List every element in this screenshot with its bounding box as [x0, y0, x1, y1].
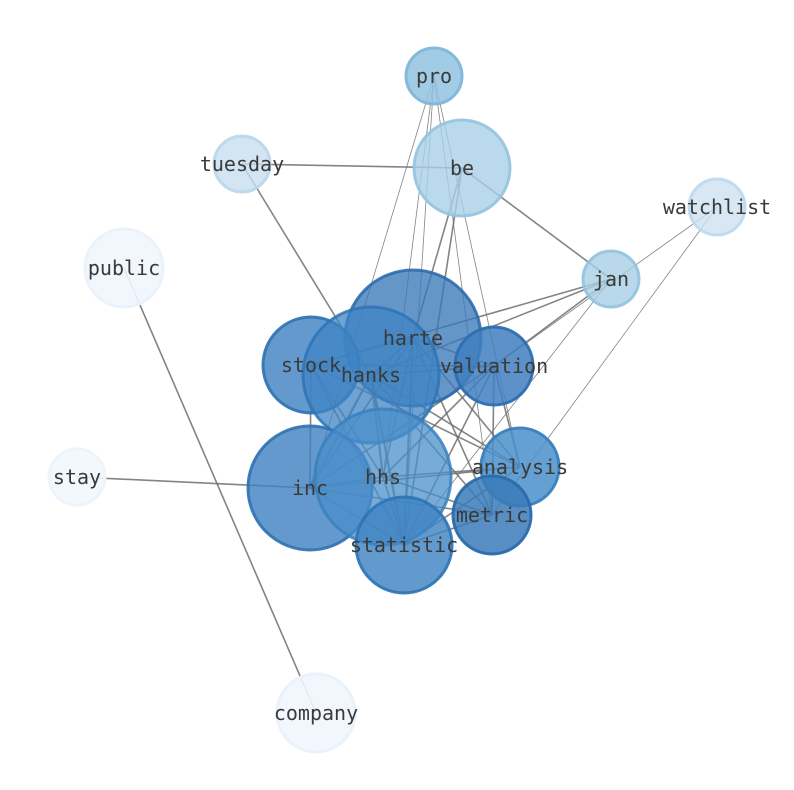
- node-label-statistic: statistic: [350, 533, 458, 557]
- node-label-public: public: [88, 256, 160, 280]
- node-label-tuesday: tuesday: [200, 152, 284, 176]
- node-label-harte: harte: [383, 326, 443, 350]
- node-label-stay: stay: [53, 465, 101, 489]
- node-label-stock: stock: [281, 353, 341, 377]
- node-label-valuation: valuation: [440, 354, 548, 378]
- node-layer: [47, 46, 747, 754]
- node-label-hhs: hhs: [365, 465, 401, 489]
- node-label-company: company: [274, 701, 358, 725]
- node-label-be: be: [450, 156, 474, 180]
- node-label-jan: jan: [593, 267, 629, 291]
- node-jan: [581, 249, 641, 309]
- node-company: [275, 672, 357, 754]
- node-label-inc: inc: [292, 476, 328, 500]
- node-public: [83, 227, 165, 309]
- node-valuation: [453, 325, 535, 407]
- label-layer: pro be tuesday watchlist public jan harte stock…: [53, 64, 771, 725]
- node-label-watchlist: watchlist: [663, 195, 771, 219]
- node-statistic: [354, 495, 454, 595]
- node-pro: [404, 46, 464, 106]
- node-watchlist: [687, 177, 747, 237]
- node-be: [412, 118, 512, 218]
- node-label-analysis: analysis: [472, 455, 568, 479]
- node-label-pro: pro: [416, 64, 452, 88]
- edge-public-company: [123, 267, 317, 714]
- node-metric: [451, 474, 533, 556]
- node-label-hanks: hanks: [341, 363, 401, 387]
- node-label-metric: metric: [456, 503, 528, 527]
- node-stay: [47, 447, 107, 507]
- node-tuesday: [212, 134, 272, 194]
